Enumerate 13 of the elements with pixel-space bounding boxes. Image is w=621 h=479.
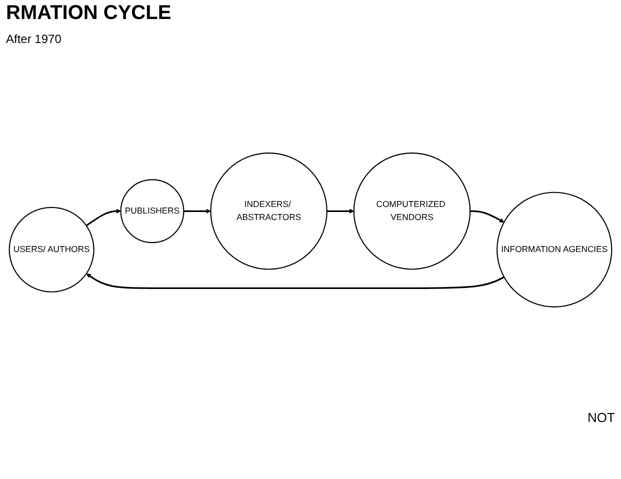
arrow bbox=[86, 208, 122, 226]
arrow bbox=[470, 210, 504, 222]
node-circle: INDEXERS/ ABSTRACTORS bbox=[210, 152, 328, 270]
node-circle: COMPUTERIZED VENDORS bbox=[353, 152, 471, 270]
arrow bbox=[184, 208, 211, 214]
node-circle: PUBLISHERS bbox=[120, 179, 184, 244]
note-text: NOT bbox=[588, 410, 615, 425]
diagram-title: RMATION CYCLE bbox=[6, 2, 172, 25]
arrow bbox=[86, 273, 504, 289]
arrow bbox=[326, 208, 354, 214]
node-circle: INFORMATION AGENCIES bbox=[496, 192, 612, 308]
subtitle: After 1970 bbox=[6, 32, 62, 46]
node-circle: USERS/ AUTHORS bbox=[8, 206, 94, 292]
